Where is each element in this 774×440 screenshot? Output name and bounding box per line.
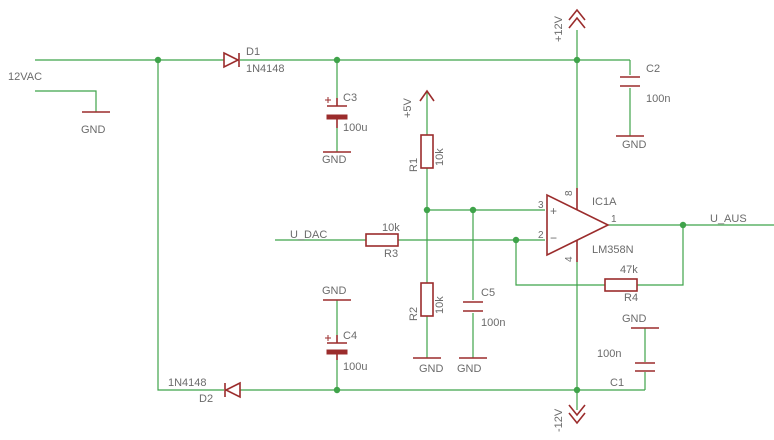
- diode-d2-symbol: [224, 381, 241, 399]
- junction-dot: [423, 206, 431, 214]
- wire-feedback: [515, 225, 684, 286]
- opamp-pin2-number: 2: [538, 230, 544, 241]
- label-c3-name: C3: [343, 92, 357, 104]
- capacitor-c2: [620, 76, 640, 87]
- label-c1-name: C1: [610, 377, 624, 389]
- minus12-arrow-icon: [568, 404, 586, 425]
- capacitor-c3-plate-neg: [326, 114, 348, 120]
- junction-dot: [333, 386, 341, 394]
- label-gnd-c1: GND: [622, 313, 647, 325]
- capacitor-c4-plate-neg: [326, 349, 348, 355]
- label-u-dac: U_DAC: [290, 229, 327, 241]
- label-d1-name: D1: [246, 46, 260, 58]
- label-gnd-r2: GND: [419, 363, 444, 375]
- resistor-r4: [604, 278, 638, 292]
- label-gnd-c2: GND: [622, 139, 647, 151]
- junction-dot: [573, 386, 581, 394]
- wires: [35, 30, 774, 410]
- capacitor-c3: [325, 97, 348, 128]
- resistor-r1: [420, 134, 434, 169]
- label-ac-input: 12VAC: [8, 71, 42, 83]
- label-r4-name: R4: [624, 292, 638, 304]
- label-minus12: -12V: [553, 408, 565, 432]
- junction-dot: [679, 221, 687, 229]
- label-r4-value: 47k: [620, 264, 638, 276]
- resistor-r2: [420, 282, 434, 317]
- junctions: [154, 56, 687, 394]
- label-r1-name: R1: [408, 158, 420, 172]
- capacitor-c1-plates: [635, 362, 655, 372]
- plus5-arrow-icon: [419, 89, 435, 102]
- label-d2-name: D2: [199, 393, 213, 405]
- label-c3-value: 100u: [343, 122, 367, 134]
- label-ic-name: IC1A: [592, 196, 617, 208]
- label-gnd-c5: GND: [457, 363, 482, 375]
- opamp-pin3-number: 3: [538, 200, 544, 211]
- diode-d2: [224, 381, 241, 399]
- label-plus5: +5V: [402, 97, 414, 118]
- label-gnd-c4: GND: [322, 285, 347, 297]
- diode-d1: [223, 51, 240, 69]
- plus5-supply-symbol: [419, 89, 435, 102]
- label-gnd-ac: GND: [81, 124, 106, 136]
- capacitor-c5-plates: [463, 301, 483, 312]
- label-u-aus: U_AUS: [710, 213, 747, 225]
- label-r3-value: 10k: [382, 222, 400, 234]
- label-r2-value: 10k: [434, 296, 446, 314]
- gnd-symbols: [82, 111, 659, 359]
- opamp-plus-sign: +: [550, 204, 557, 218]
- label-c1-value: 100n: [597, 348, 621, 360]
- capacitor-c3-plus: [325, 97, 331, 103]
- minus12-supply-symbol: [568, 404, 586, 425]
- label-c4-value: 100u: [343, 361, 367, 373]
- opamp-pin4-number: 4: [564, 256, 575, 262]
- capacitor-c5: [463, 301, 483, 312]
- capacitor-c2-plates: [620, 76, 640, 87]
- label-c4-name: C4: [343, 330, 357, 342]
- capacitor-c4-plus: [325, 335, 331, 341]
- label-c5-name: C5: [481, 287, 495, 299]
- junction-dot: [333, 56, 341, 64]
- label-gnd-c3: GND: [322, 154, 347, 166]
- opamp-ic1a: [546, 188, 610, 262]
- label-c2-value: 100n: [646, 93, 670, 105]
- label-d1-value: 1N4148: [246, 63, 285, 75]
- plus12-arrow-icon: [568, 8, 586, 29]
- junction-dot: [154, 56, 162, 64]
- label-r3-name: R3: [384, 248, 398, 260]
- label-ic-value: LM358N: [592, 244, 634, 256]
- junction-dot: [469, 206, 477, 214]
- label-r1-value: 10k: [434, 148, 446, 166]
- junction-dot: [512, 236, 520, 244]
- diode-d1-symbol: [223, 51, 240, 69]
- opamp-pin1-number: 1: [611, 214, 617, 225]
- wire-ac-gnd: [35, 90, 97, 112]
- junction-dot: [573, 56, 581, 64]
- label-c5-value: 100n: [481, 317, 505, 329]
- label-plus12: +12V: [553, 15, 565, 42]
- opamp-minus-sign: −: [550, 231, 557, 245]
- label-c2-name: C2: [646, 63, 660, 75]
- label-r2-name: R2: [408, 307, 420, 321]
- resistor-r3: [365, 233, 399, 247]
- label-d2-value: 1N4148: [168, 377, 207, 389]
- opamp-pin8-number: 8: [564, 190, 575, 196]
- plus12-supply-symbol: [568, 8, 586, 29]
- capacitor-c4: [325, 335, 348, 360]
- capacitor-c1: [635, 362, 655, 372]
